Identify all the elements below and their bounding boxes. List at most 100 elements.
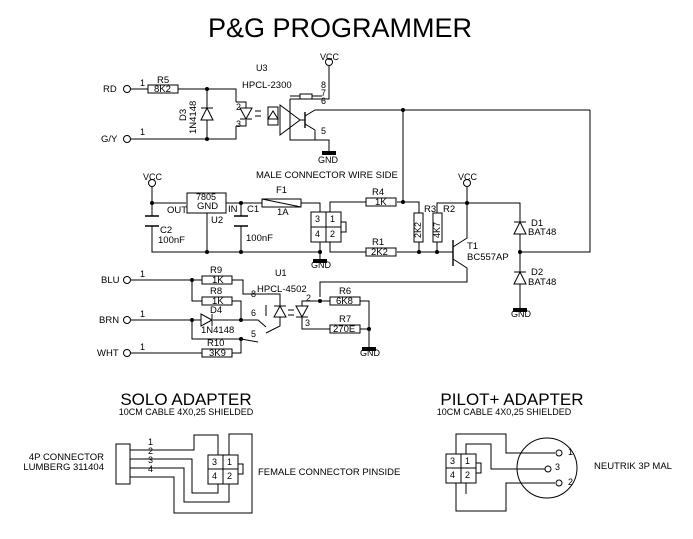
u3-pin-6: 6 [321,96,326,106]
t1-ref: T1 [467,241,478,252]
pilot-adapter-subtitle: 10CM CABLE 4X0,25 SHIELDED [437,407,572,417]
solo-left-label-2: LUMBERG 311404 [23,462,104,473]
u1-pin-8: 8 [251,289,256,299]
conn-pin-4: 4 [315,229,320,239]
r1-ref: R1 [372,237,384,248]
u2-gnd-pin: GND [197,201,218,212]
d4-ref: D4 [210,305,222,316]
u3-pin-2: 2 [236,102,241,112]
u2-part: 7805 [196,192,216,202]
solo-wires [130,433,253,514]
r6-r7-wires [360,300,370,349]
connector-label: MALE CONNECTOR WIRE SIDE [256,170,398,181]
u1-led-leads [296,300,330,330]
u1-led [295,305,309,319]
conn-pin-1: 1 [330,214,335,224]
d3-part: 1N4148 [188,101,199,134]
c1-value: 100nF [246,233,273,244]
capacitor-c2 [145,215,159,227]
r2-ref: R2 [443,204,455,215]
t1-part: BC557AP [467,252,509,263]
junction [417,250,421,254]
r3-value: 2K2 [413,222,423,238]
vcc-terminal[interactable] [325,58,333,66]
u3-led-arrows [240,110,261,120]
r6-value: 6K8 [336,296,353,307]
solo-female-connector: 3 1 4 2 [207,454,244,485]
r6-ref: R6 [339,286,351,297]
solo-adapter-subtitle: 10CM CABLE 4X0,25 SHIELDED [119,407,254,417]
r10-value: 3K9 [209,348,226,359]
xlr-pin-2 [555,479,563,487]
u1-pin-3: 3 [305,318,310,328]
solo-left-label-1: 4P CONNECTOR [29,452,104,463]
solo-pin-4: 4 [212,471,217,481]
junction [190,278,194,282]
blu-terminal[interactable] [123,276,131,284]
lumberg-connector [115,443,131,485]
gnd-label: GND [318,155,339,165]
junction [205,250,209,254]
rd-pin: 1 [140,78,145,88]
rd-input: RD 1 [103,78,145,95]
junction [318,299,322,303]
brn-terminal[interactable] [123,316,131,324]
r4-value: 1K [375,197,387,208]
diode-wires [519,110,591,285]
diode-d4 [200,313,214,327]
vcc-label: VCC [143,172,163,182]
xlr-pin-2-label: 2 [568,477,573,487]
wht-terminal[interactable] [123,349,131,357]
junction [239,250,243,254]
wht-pin: 1 [140,342,145,352]
solo-pin-1: 1 [227,457,232,467]
r3-ref: R3 [424,204,436,215]
solo-wire-3: 3 [148,455,153,465]
diode-d3 [200,106,214,121]
diode-d1 [513,220,527,235]
resistor-r8 [201,296,233,306]
transistor-t1-leads [319,203,468,297]
regulator-u2 [186,192,227,214]
gy-terminal[interactable] [123,135,131,143]
resistor-r9 [201,275,233,285]
pilot-adapter-title: PILOT+ ADAPTER [440,390,583,409]
u3-led-leads [236,101,247,127]
rd-label: RD [103,84,117,95]
u3-pin-8: 8 [321,80,326,90]
gnd-label: GND [511,309,532,319]
u3-input-wires [131,88,237,140]
d1-part: BAT48 [528,227,556,238]
junction [518,250,522,254]
junction [190,318,194,322]
r4-ref: R4 [372,187,384,198]
vcc-label: VCC [458,172,478,182]
u2-out-pin: OUT [167,205,187,216]
u1-pin-2: 2 [306,293,311,303]
junction [318,250,322,254]
rd-terminal[interactable] [123,85,131,93]
r2-value: 4K7 [432,222,442,238]
blu-label: BLU [101,275,120,286]
diode-d2 [513,270,527,285]
u1-pin-6: 6 [251,308,256,318]
xlr-pin-1-label: 1 [568,447,573,457]
r7-ref: R7 [339,314,351,325]
u3-pin-7: 7 [321,88,326,98]
vcc-terminal[interactable] [463,179,471,187]
xlr-pin-3 [544,465,552,473]
r2-r3-wires [418,187,521,252]
conn-pin-2: 2 [330,229,335,239]
solo-wire-4: 4 [148,464,153,474]
solo-pin-2: 2 [227,471,232,481]
vcc-terminal[interactable] [148,179,156,187]
gy-input: G/Y 1 [101,127,145,145]
junction [239,201,243,205]
xlr-pin-3-label: 3 [555,462,560,472]
u3-part: HPCL-2300 [242,80,292,91]
u3-internal-wires [289,80,330,141]
u1-ref: U1 [275,268,287,278]
pilot-pin-2: 2 [465,470,470,480]
junction [205,137,209,141]
